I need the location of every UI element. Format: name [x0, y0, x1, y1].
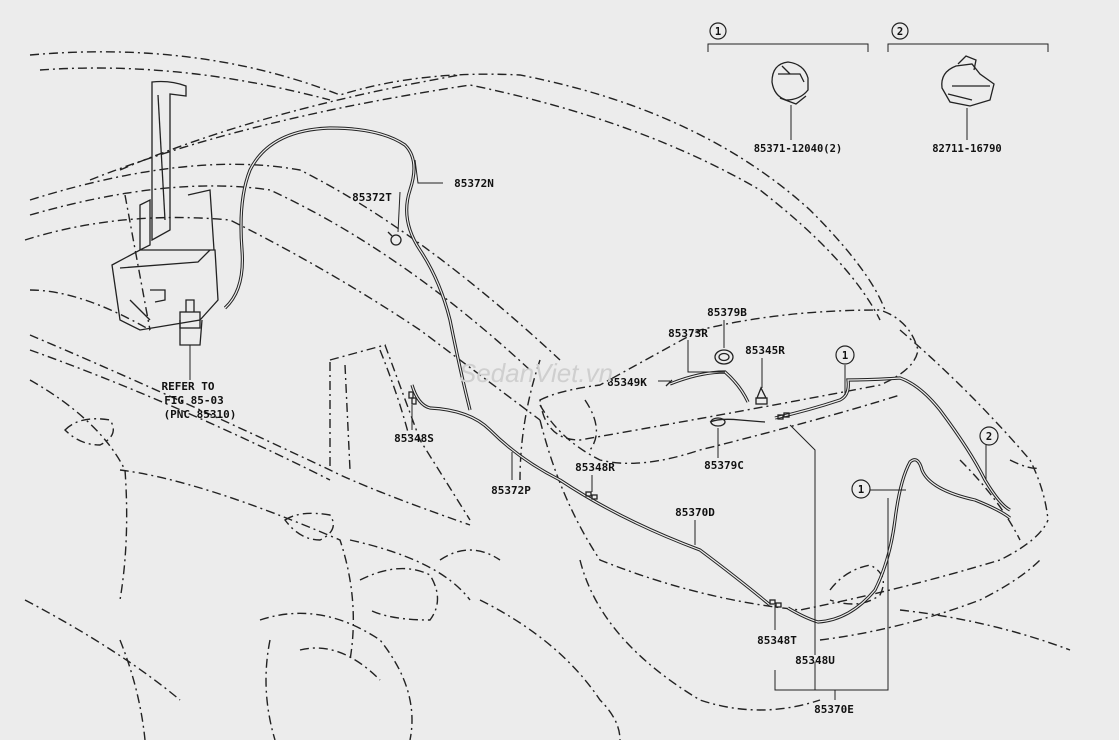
label-85379C: 85379C [704, 459, 744, 472]
watermark-text: SedanViet.vn [459, 358, 613, 388]
label-85348S: 85348S [394, 432, 434, 445]
connectors [408, 379, 790, 608]
label-85349K: 85349K [607, 376, 647, 389]
label-85348R: 85348R [575, 461, 615, 474]
label-85348T: 85348T [757, 634, 797, 647]
label-85373R: 85373R [668, 327, 708, 340]
clip-icon-85371 [771, 61, 809, 105]
label-85372P: 85372P [491, 484, 531, 497]
grommet-85379B [714, 349, 734, 365]
nozzle-85345R [755, 386, 768, 405]
clip-icon-82711 [941, 55, 995, 107]
label-85372N: 85372N [454, 177, 494, 190]
svg-text:2: 2 [986, 431, 992, 443]
label-85348U: 85348U [795, 654, 835, 667]
svg-text:2: 2 [897, 26, 903, 38]
label-refer-1: REFER TO [162, 380, 215, 393]
hose-85372N [223, 126, 472, 411]
label-85345R: 85345R [745, 344, 785, 357]
label-85370D: 85370D [675, 506, 715, 519]
label-85372T: 85372T [352, 191, 392, 204]
clip-85372T [387, 231, 402, 246]
part-labels: REFER TO FIG 85-03 (PNC 85310) 85372T 85… [162, 177, 854, 716]
washer-reservoir [111, 80, 219, 346]
leader-lines [189, 159, 987, 700]
inset-2: 2 82711-16790 [887, 22, 1049, 155]
inset-1-part-number: 85371-12040(2) [754, 143, 843, 155]
callout-1-top: 1 [835, 345, 855, 365]
svg-text:1: 1 [715, 26, 721, 38]
svg-text:1: 1 [858, 484, 864, 496]
vehicle-outline [24, 51, 1071, 740]
hose-85372P-85370D [410, 384, 1011, 624]
callout-2: 2 [979, 426, 999, 446]
label-85379B: 85379B [707, 306, 747, 319]
inset-2-part-number: 82711-16790 [932, 143, 1002, 155]
svg-text:1: 1 [842, 350, 848, 362]
callout-1-bottom: 1 [851, 479, 871, 499]
inset-1: 1 85371-12040(2) [707, 22, 869, 155]
label-refer-2: FIG 85-03 [164, 394, 224, 407]
label-85370E: 85370E [814, 703, 854, 716]
label-refer-3: (PNC 85310) [164, 408, 237, 421]
hose-85373R [669, 370, 1011, 512]
